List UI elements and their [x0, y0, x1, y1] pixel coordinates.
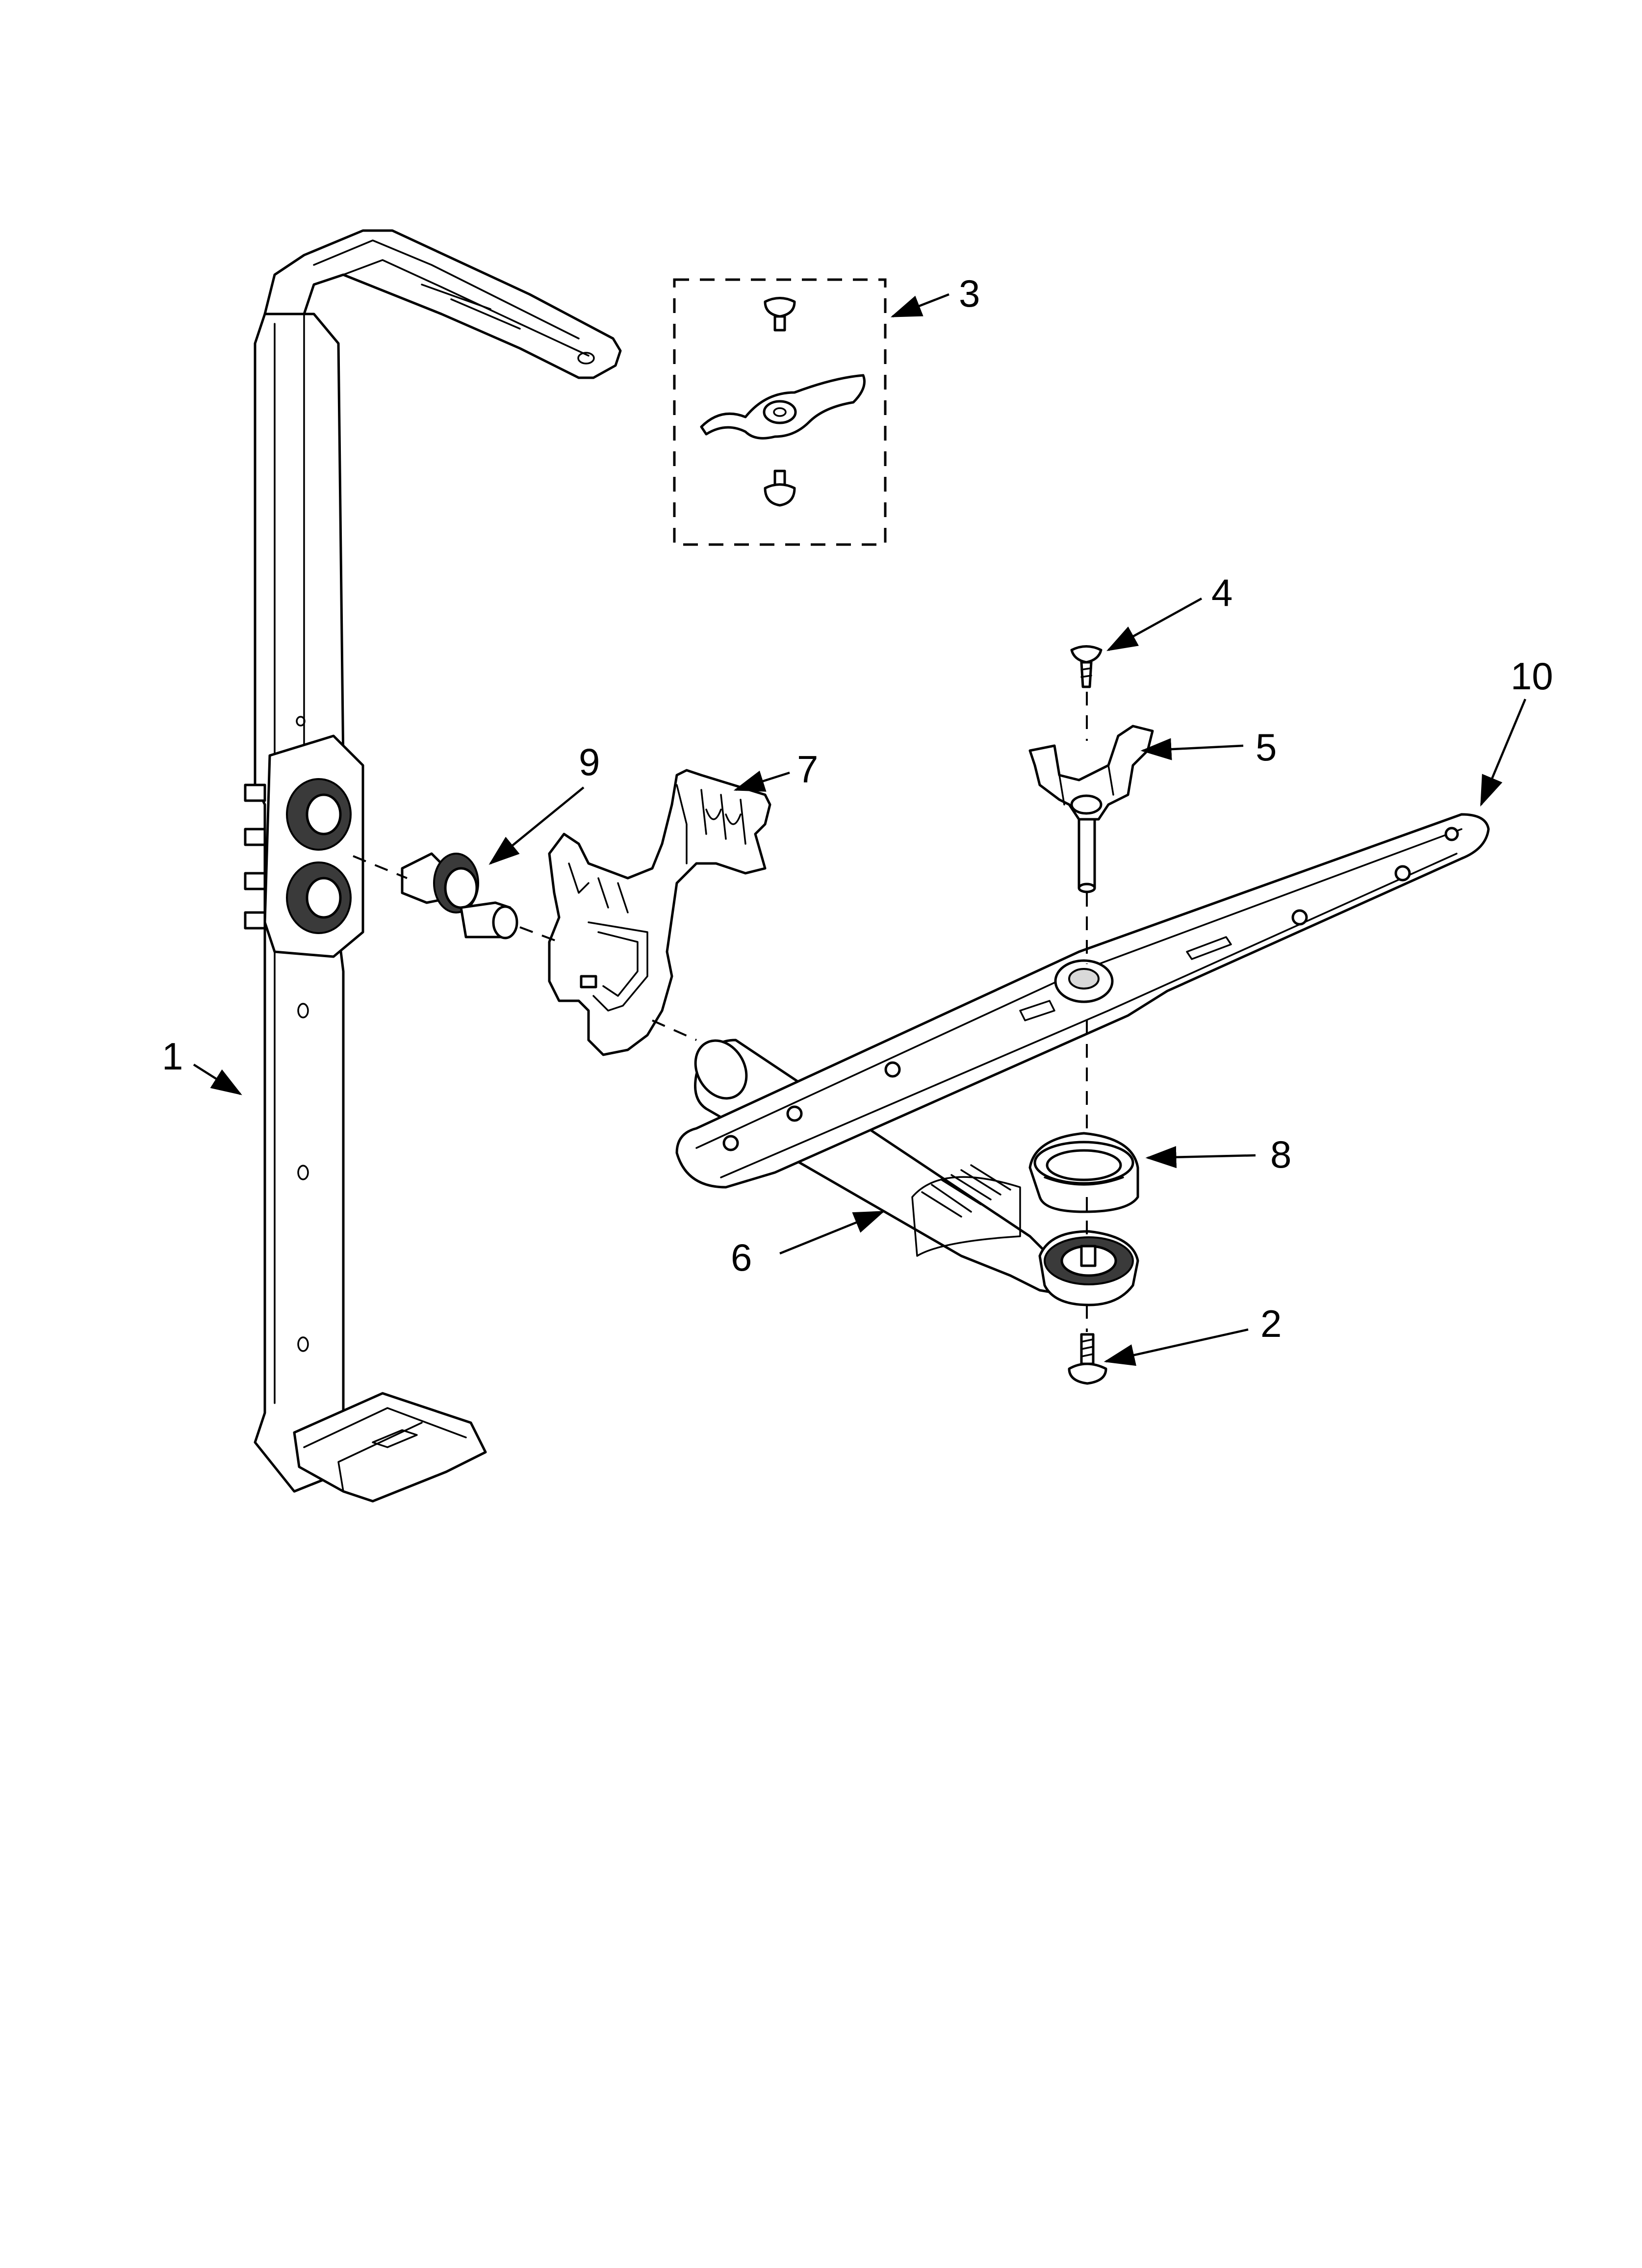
- part-10-spray-arm: [675, 813, 1490, 1189]
- callout-8: 8: [1270, 1133, 1291, 1176]
- leader-3: [890, 293, 949, 318]
- callout-1: 1: [162, 1035, 183, 1078]
- part-5-hub: [1028, 725, 1154, 893]
- callout-4: 4: [1211, 571, 1232, 614]
- leader-7: [733, 770, 790, 792]
- leader-9: [488, 786, 585, 865]
- leader-5: [1140, 738, 1244, 760]
- leader-4: [1106, 598, 1203, 652]
- callout-6: 6: [731, 1236, 752, 1279]
- callout-2: 2: [1260, 1302, 1282, 1345]
- part-3-kit: [673, 278, 887, 546]
- part-8-ring: [1028, 1132, 1139, 1213]
- alignment-lines: [353, 692, 1088, 1332]
- callout-labels: 1 2 3 4 5 6 7 8 9 10: [162, 272, 1553, 1345]
- leader-1: [193, 1064, 242, 1095]
- callout-3: 3: [959, 272, 980, 315]
- callout-9: 9: [579, 740, 600, 783]
- part-1-manifold: [244, 229, 622, 1503]
- callout-10: 10: [1511, 654, 1553, 698]
- leader-2: [1103, 1328, 1249, 1366]
- part-6-base-hub: [1038, 1230, 1139, 1306]
- leader-8: [1145, 1146, 1256, 1169]
- part-9-plug: [401, 852, 518, 939]
- leader-10: [1480, 699, 1527, 807]
- part-4-screw: [1070, 645, 1103, 688]
- callout-5: 5: [1256, 726, 1277, 769]
- part-2-screw: [1068, 1333, 1107, 1385]
- part-7-bracket: [548, 769, 771, 1056]
- leader-lines: [193, 293, 1527, 1366]
- leader-6: [779, 1210, 885, 1255]
- kit-dashed-box: [673, 278, 887, 546]
- callout-7: 7: [797, 748, 818, 791]
